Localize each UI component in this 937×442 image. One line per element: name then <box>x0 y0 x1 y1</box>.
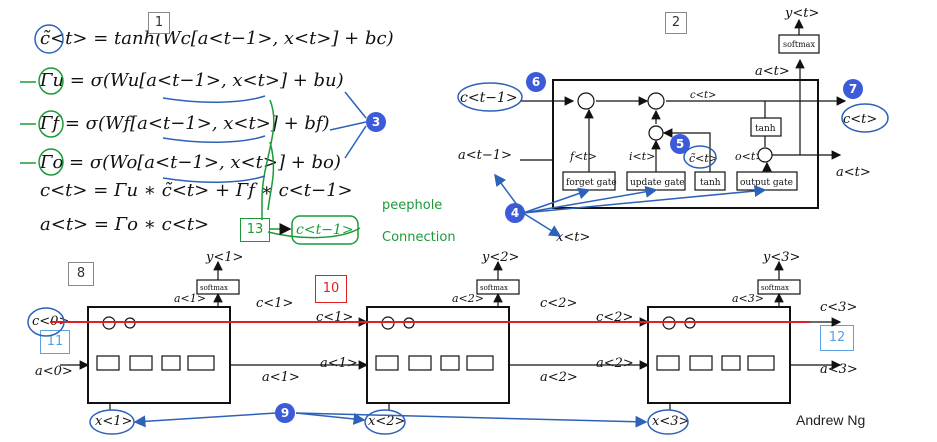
chain-x3-label: x<3> <box>652 414 690 429</box>
cell-c-out-label: c<t> <box>843 112 878 127</box>
cell-a-prev-label: a<t−1> <box>458 148 512 163</box>
forget-gate-text: forget gate <box>566 178 617 188</box>
chain-a2-label: a<2> <box>540 370 578 385</box>
box-number-13: 13 <box>240 218 270 242</box>
peephole-c-prev: c<t−1> <box>296 222 354 238</box>
equation-cell-state: c<t> = Γu ∗ c̃<t> + Γf ∗ c<t−1> <box>40 180 353 201</box>
cell-o-label: o<t> <box>735 150 765 163</box>
cell-tanh-top <box>750 117 782 137</box>
chain-y3-label: y<3> <box>763 250 801 265</box>
cell-x-in-label: x<t> <box>556 230 591 245</box>
chain-softmax-3: softmax <box>761 284 789 292</box>
badge-6: 6 <box>526 72 546 92</box>
cell-softmax-text: softmax <box>783 40 815 49</box>
chain-a0-label: a<0> <box>35 364 73 379</box>
chain-a2-top-label: a<2> <box>452 292 484 305</box>
box-number-1: 1 <box>148 12 170 34</box>
equation-forget-gate: Γf = σ(Wf[a<t−1>, x<t>] + bf) <box>40 113 330 134</box>
chain-a1-label: a<1> <box>262 370 300 385</box>
blue-cell-marks <box>457 82 889 237</box>
output-gate-text: output gate <box>740 178 793 188</box>
chain-a2b-label: a<2> <box>596 356 634 371</box>
badge-5: 5 <box>670 134 690 154</box>
box-number-8: 8 <box>68 262 94 286</box>
chain-c3-label: c<3> <box>820 300 858 315</box>
chain-a1b-label: a<1> <box>320 356 358 371</box>
blue-underlines <box>162 91 367 184</box>
lstm-cell-box <box>552 79 819 209</box>
cell-c-mid-label: c<t> <box>690 90 717 101</box>
cell-a-top-label: a<t> <box>755 64 790 79</box>
chain-x1-label: x<1> <box>95 414 133 429</box>
badge-9: 9 <box>275 403 295 423</box>
cell-i-label: i<t> <box>629 150 656 163</box>
equation-c-tilde: c̃<t> = tanh(Wc[a<t−1>, x<t>] + bc) <box>40 28 394 49</box>
update-gate-text: update gate <box>630 178 685 188</box>
chain-c2-label: c<2> <box>540 296 578 311</box>
chain-softmax-1: softmax <box>200 284 228 292</box>
cell-c-prev-label: c<t−1> <box>460 90 518 106</box>
chain-a3-top-label: a<3> <box>732 292 764 305</box>
green-gate-marks <box>20 67 361 245</box>
tanh-gate-text: tanh <box>700 178 721 188</box>
badge-3: 3 <box>366 112 386 132</box>
cell-y-out-label: y<t> <box>785 6 820 21</box>
chain-y2-label: y<2> <box>482 250 520 265</box>
equation-update-gate: Γu = σ(Wu[a<t−1>, x<t>] + bu) <box>40 70 344 91</box>
cell-f-label: f<t> <box>570 150 597 163</box>
connection-annotation: Connection <box>382 230 456 245</box>
author-credit: Andrew Ng <box>796 412 866 428</box>
chain-cells <box>87 306 791 404</box>
cell-a-out-label: a<t> <box>836 165 871 180</box>
chain-softmax-2: softmax <box>480 284 508 292</box>
chain-a1-top-label: a<1> <box>174 292 206 305</box>
blue-chain-marks <box>27 307 689 435</box>
chain-x2-label: x<2> <box>368 414 406 429</box>
cell-c-tilde-label: c̃<t> <box>689 152 719 165</box>
equation-activation: a<t> = Γo ∗ c<t> <box>40 214 210 235</box>
box-number-2: 2 <box>665 12 687 34</box>
circle-c-tilde <box>34 24 64 54</box>
box-number-10: 10 <box>315 275 347 303</box>
peephole-annotation: peephole <box>382 198 443 213</box>
chain-c1-label: c<1> <box>256 296 294 311</box>
tanh-top-text: tanh <box>755 124 776 134</box>
badge-7: 7 <box>843 79 863 99</box>
